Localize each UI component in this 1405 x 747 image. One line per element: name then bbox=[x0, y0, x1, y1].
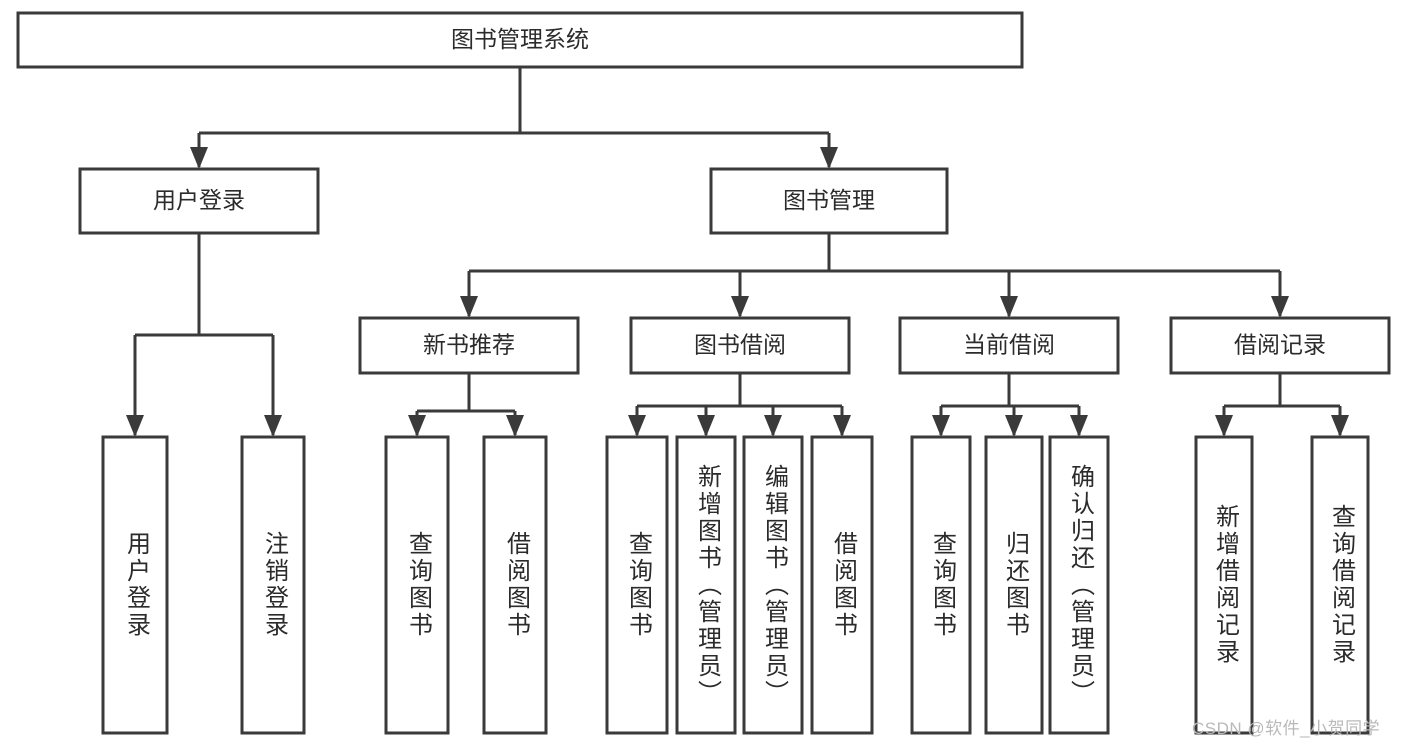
arrow-to-leaf-0-1 bbox=[264, 415, 282, 437]
leaf-node-12-box[interactable] bbox=[1310, 435, 1370, 735]
level3-node-3-label: 借阅记录 bbox=[1234, 332, 1326, 358]
leaf-node-0-box[interactable] bbox=[101, 435, 169, 735]
connector-layer bbox=[126, 67, 1349, 437]
arrow-to-leaf-1-1 bbox=[506, 415, 524, 437]
arrow-to-leaf-2-0 bbox=[628, 415, 646, 437]
arrow-to-leaf-3-2 bbox=[1070, 415, 1088, 437]
csdn-watermark: CSDN @软件_小贺同学 bbox=[1192, 719, 1381, 738]
level2-node-1-box[interactable] bbox=[709, 167, 949, 235]
arrow-to-level3-2 bbox=[1000, 296, 1018, 318]
level3-node-0-label: 新书推荐 bbox=[423, 332, 515, 358]
leaf-node-2-box[interactable] bbox=[384, 435, 450, 735]
leaf-node-10-box[interactable] bbox=[1048, 435, 1110, 735]
leaf-node-9-box[interactable] bbox=[984, 435, 1044, 735]
leaf-node-11-box[interactable] bbox=[1194, 435, 1254, 735]
level3-node-0-box[interactable] bbox=[358, 316, 580, 375]
level2-node-0-box[interactable] bbox=[78, 167, 320, 235]
arrow-to-leaf-2-2 bbox=[764, 415, 782, 437]
arrow-to-leaf-1-0 bbox=[408, 415, 426, 437]
arrow-to-leaf-3-0 bbox=[932, 415, 950, 437]
level3-node-1-label: 图书借阅 bbox=[694, 332, 786, 358]
arrow-to-level2-0 bbox=[190, 147, 208, 169]
level2-node-0-label: 用户登录 bbox=[153, 187, 245, 213]
root-node-0-box[interactable] bbox=[16, 11, 1024, 69]
arrow-to-leaf-2-3 bbox=[833, 415, 851, 437]
level3-node-2-label: 当前借阅 bbox=[963, 332, 1055, 358]
arrow-to-leaf-4-1 bbox=[1331, 415, 1349, 437]
leaf-node-1-box[interactable] bbox=[240, 435, 306, 735]
arrow-to-leaf-4-0 bbox=[1215, 415, 1233, 437]
root-node-0-label: 图书管理系统 bbox=[451, 26, 589, 52]
leaf-node-3-box[interactable] bbox=[482, 435, 548, 735]
arrow-to-leaf-0-0 bbox=[126, 415, 144, 437]
arrow-to-level3-3 bbox=[1271, 296, 1289, 318]
box-layer bbox=[16, 11, 1391, 735]
leaf-node-5-box[interactable] bbox=[675, 435, 737, 735]
level3-node-1-box[interactable] bbox=[629, 316, 851, 375]
level3-node-3-box[interactable] bbox=[1169, 316, 1391, 375]
arrow-to-level3-0 bbox=[460, 296, 478, 318]
level3-node-2-box[interactable] bbox=[898, 316, 1120, 375]
leaf-node-4-box[interactable] bbox=[605, 435, 669, 735]
leaf-node-7-box[interactable] bbox=[810, 435, 874, 735]
leaf-node-6-box[interactable] bbox=[742, 435, 804, 735]
leaf-node-8-box[interactable] bbox=[910, 435, 972, 735]
arrow-to-level2-1 bbox=[820, 147, 838, 169]
arrow-to-leaf-3-1 bbox=[1005, 415, 1023, 437]
level2-node-1-label: 图书管理 bbox=[783, 187, 875, 213]
arrow-to-leaf-2-1 bbox=[697, 415, 715, 437]
arrow-to-level3-1 bbox=[731, 296, 749, 318]
